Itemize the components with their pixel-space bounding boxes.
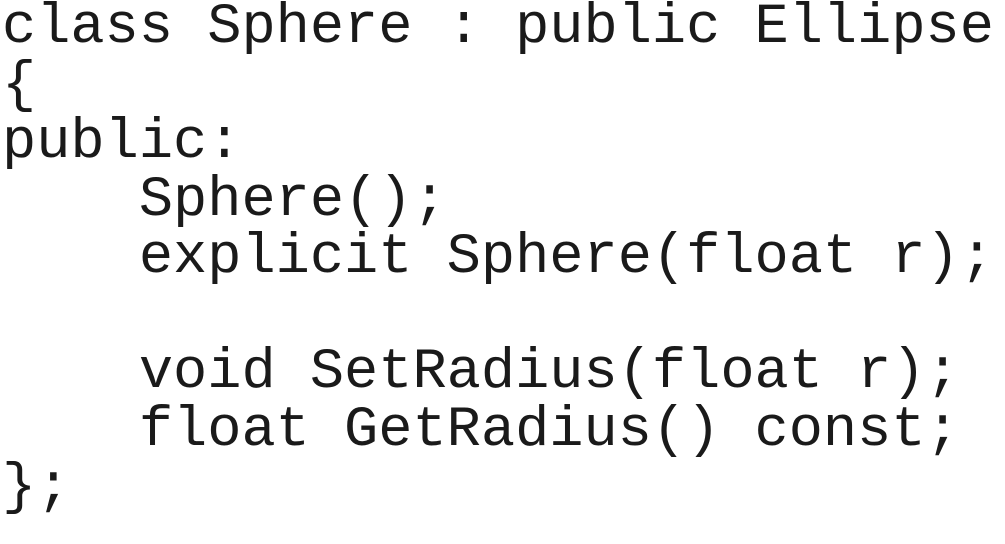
code-line-default-constructor: Sphere(); <box>2 168 447 233</box>
code-line-blank <box>2 288 1002 346</box>
code-line-class-declaration: class Sphere : public Ellipse <box>2 0 994 60</box>
code-line-explicit-constructor: explicit Sphere(float r); <box>2 226 994 290</box>
code-line-public-specifier: public: <box>2 111 242 175</box>
code-line-open-brace: { <box>2 53 37 118</box>
code-line-close-brace: }; <box>2 456 71 520</box>
code-line-get-radius: float GetRadius() const; <box>2 398 960 463</box>
code-line-set-radius: void SetRadius(float r); <box>2 341 960 405</box>
